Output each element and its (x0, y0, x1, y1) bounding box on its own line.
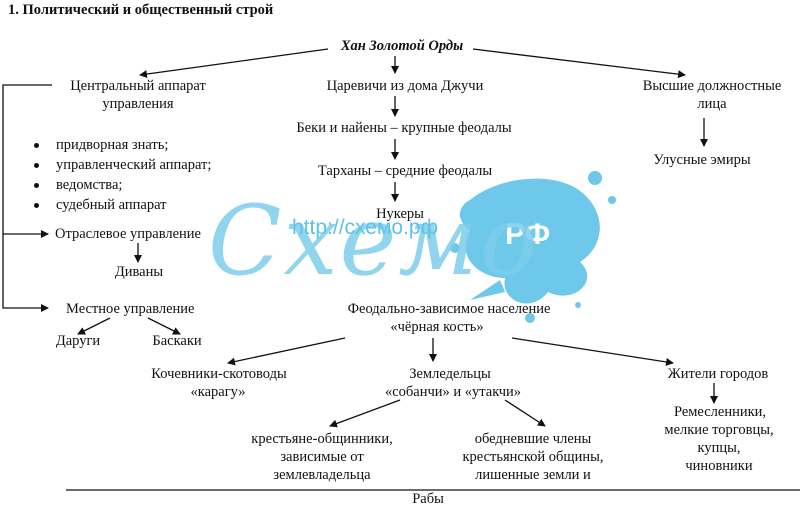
watermark-badge: РФ (505, 218, 551, 251)
high-officials-title: Высшие должностные (642, 78, 782, 94)
farmers-left-item: землевладельца (273, 467, 371, 483)
princes-node: Царевичи из дома Джучи (326, 78, 484, 94)
farmers-left-item: зависимые от (280, 449, 364, 465)
khan-node: Хан Золотой Орды (340, 38, 464, 54)
bullet-marker (34, 203, 39, 208)
farmers-right-item: лишенные земли и (475, 467, 591, 483)
page-heading: 1. Политический и общественный строй (8, 2, 274, 18)
bullet-marker (34, 163, 39, 168)
dependent-population-subtitle: «чёрная кость» (390, 319, 484, 335)
citizens-list-item: купцы, (697, 440, 741, 456)
citizens-list-item: Ремесленники, (673, 404, 767, 420)
farmers-title: Земледельцы (409, 366, 491, 382)
central-apparatus-title-line2: управления (102, 96, 174, 112)
watermark-url: http://схемо.рф (292, 216, 438, 239)
citizens-list-item: чиновники (685, 458, 753, 474)
nomads-subtitle: «карагу» (190, 384, 246, 400)
central-bullet-item: придворная знать; (56, 137, 169, 153)
beks-node: Беки и найены – крупные феодалы (296, 120, 512, 136)
bullet-marker (34, 143, 39, 148)
high-officials-title-line2: лица (697, 96, 727, 112)
central-apparatus-title: Центральный аппарат (70, 78, 206, 94)
nukers-node: Нукеры (376, 206, 424, 222)
central-bullet-item: ведомства; (56, 177, 123, 193)
nomads-title: Кочевники-скотоводы (151, 366, 287, 382)
branch-management-node: Отраслевое управление (55, 226, 201, 242)
darugi-node: Даруги (55, 333, 101, 349)
citizens-list-item: мелкие торговцы, (664, 422, 774, 438)
farmers-subtitle: «собанчи» и «утакчи» (384, 384, 522, 400)
central-bullet-item: судебный аппарат (56, 197, 167, 213)
farmers-right-item: крестьянской общины, (462, 449, 604, 465)
slaves-node: Рабы (412, 491, 444, 507)
tarkhans-node: Тарханы – средние феодалы (317, 163, 493, 179)
baskaki-node: Баскаки (152, 333, 202, 349)
central-bullet-item: управленческий аппарат; (56, 157, 212, 173)
watermark-logo: Схемо (208, 185, 540, 297)
ulus-emirs-node: Улусные эмиры (653, 152, 751, 168)
farmers-left-item: крестьяне-общинники, (251, 431, 393, 447)
bullet-marker (34, 183, 39, 188)
citizens-title: Жители городов (667, 366, 769, 382)
farmers-right-item: обедневшие члены (474, 431, 592, 447)
local-management-node: Местное управление (66, 301, 195, 317)
dependent-population-title: Феодально-зависимое население (347, 301, 551, 317)
divans-node: Диваны (114, 264, 164, 280)
